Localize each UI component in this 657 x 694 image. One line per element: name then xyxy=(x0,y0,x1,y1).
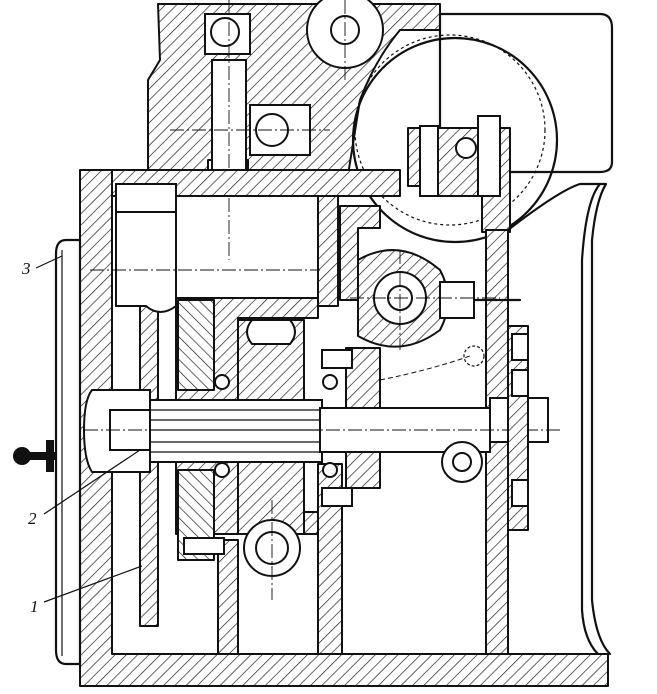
callout-label-2: 2 xyxy=(28,509,37,528)
upper-housing xyxy=(147,0,441,260)
main-shaft xyxy=(82,389,560,473)
right-gears xyxy=(350,249,529,531)
callout-leaders xyxy=(35,255,143,603)
gear-cluster xyxy=(177,299,353,600)
callout-label-1: 1 xyxy=(30,597,39,616)
left-cover-plate xyxy=(13,238,82,666)
upper-right-cover xyxy=(351,12,614,244)
callout-label-3: 3 xyxy=(21,259,31,278)
